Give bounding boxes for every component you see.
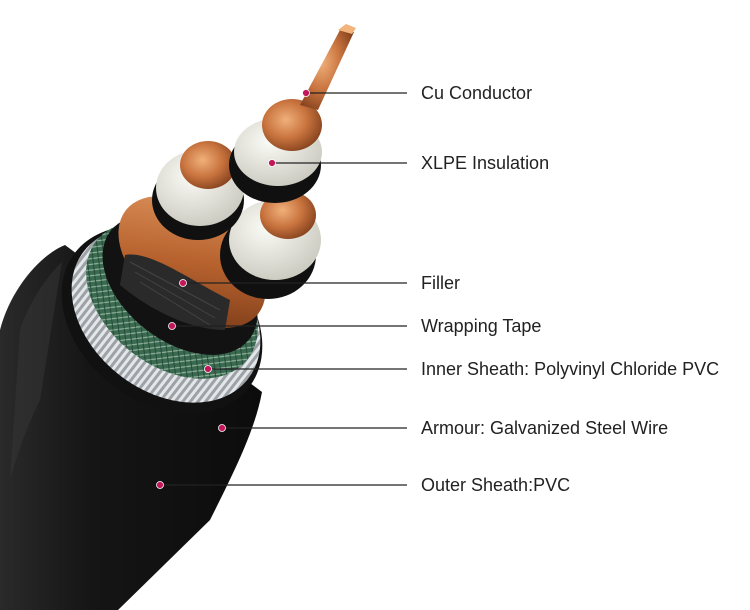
exposed-copper-strands-tip <box>338 24 356 34</box>
marker-inner-sheath <box>204 365 212 373</box>
marker-outer-sheath <box>156 481 164 489</box>
outer-sheath-highlight <box>10 262 62 480</box>
label-outer-sheath: Outer Sheath:PVC <box>421 475 571 495</box>
label-armour: Armour: Galvanized Steel Wire <box>421 418 669 438</box>
core2-conductor <box>262 99 322 151</box>
filler-texture <box>129 261 221 326</box>
label-inner-sheath: Inner Sheath: Polyvinyl Chloride PVC <box>421 359 720 379</box>
label-xlpe-insulation: XLPE Insulation <box>421 153 550 173</box>
leader-lines <box>160 92 407 486</box>
label-cu-conductor: Cu Conductor <box>421 83 533 103</box>
core1-conductor <box>180 141 236 189</box>
marker-armour <box>218 424 226 432</box>
label-filler: Filler <box>421 273 460 293</box>
marker-wrapping-tape <box>168 322 176 330</box>
marker-cu-conductor <box>302 89 310 97</box>
exposed-copper-strands <box>300 30 354 110</box>
label-wrapping-tape: Wrapping Tape <box>421 316 542 336</box>
marker-filler <box>179 279 187 287</box>
pointer-markers <box>156 89 310 489</box>
outer-sheath-body <box>0 245 262 610</box>
core3-conductor <box>260 191 316 239</box>
marker-xlpe-insulation <box>268 159 276 167</box>
